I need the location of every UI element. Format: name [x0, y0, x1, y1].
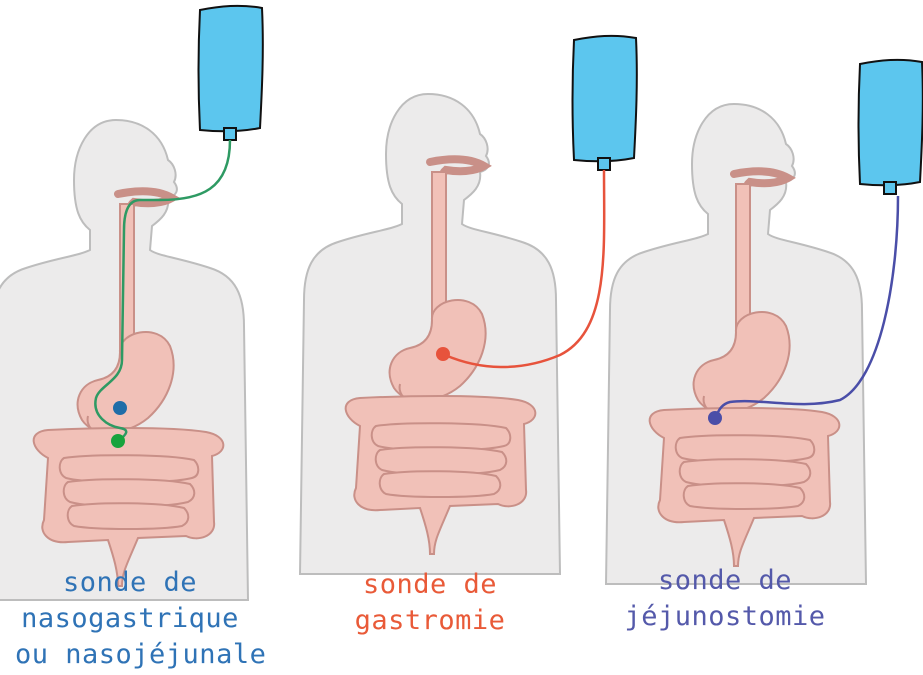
- panel-gastro: [300, 36, 637, 574]
- feeding-bag-gastro: [573, 36, 637, 170]
- caption-nasal-line-1: sonde de: [15, 565, 245, 601]
- feeding-bag-jejuno: [859, 60, 923, 194]
- caption-gastro-line-1: sonde de: [330, 567, 530, 603]
- caption-nasal: sonde de nasogastrique ou nasojéjunale: [15, 565, 245, 673]
- caption-jejuno: sonde de jéjunostomie: [610, 563, 840, 635]
- caption-gastro-line-2: gastromie: [330, 603, 530, 639]
- panel-nasal: [0, 6, 263, 600]
- gastric-tip-marker: [113, 401, 127, 415]
- caption-nasal-line-3: ou nasojéjunale: [15, 637, 245, 673]
- caption-jejuno-line-1: sonde de: [610, 563, 840, 599]
- panel-jejuno: [606, 60, 923, 584]
- caption-nasal-line-2: nasogastrique: [15, 601, 245, 637]
- jejunal-tip-marker: [111, 434, 125, 448]
- feeding-bag-nasal: [199, 6, 263, 140]
- gastrostomy-tip-marker: [436, 347, 450, 361]
- jejunostomy-tip-marker: [708, 411, 722, 425]
- caption-gastro: sonde de gastromie: [330, 567, 530, 639]
- caption-jejuno-line-2: jéjunostomie: [610, 599, 840, 635]
